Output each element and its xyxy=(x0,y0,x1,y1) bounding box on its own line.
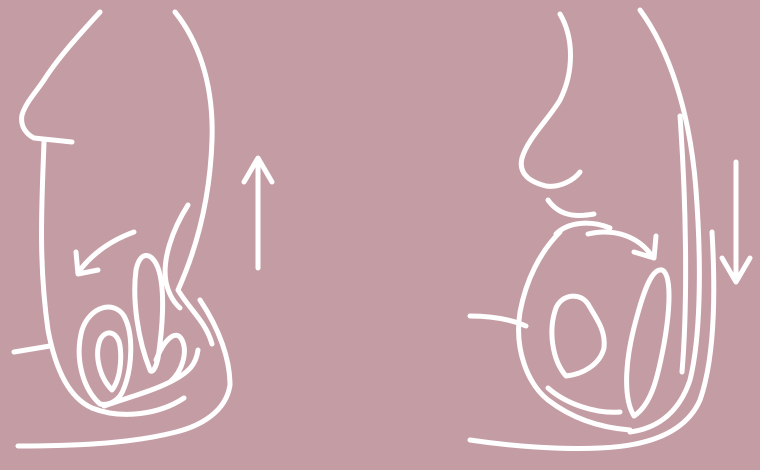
illustration-canvas xyxy=(0,0,760,470)
tongue-position-diagram xyxy=(0,0,760,470)
